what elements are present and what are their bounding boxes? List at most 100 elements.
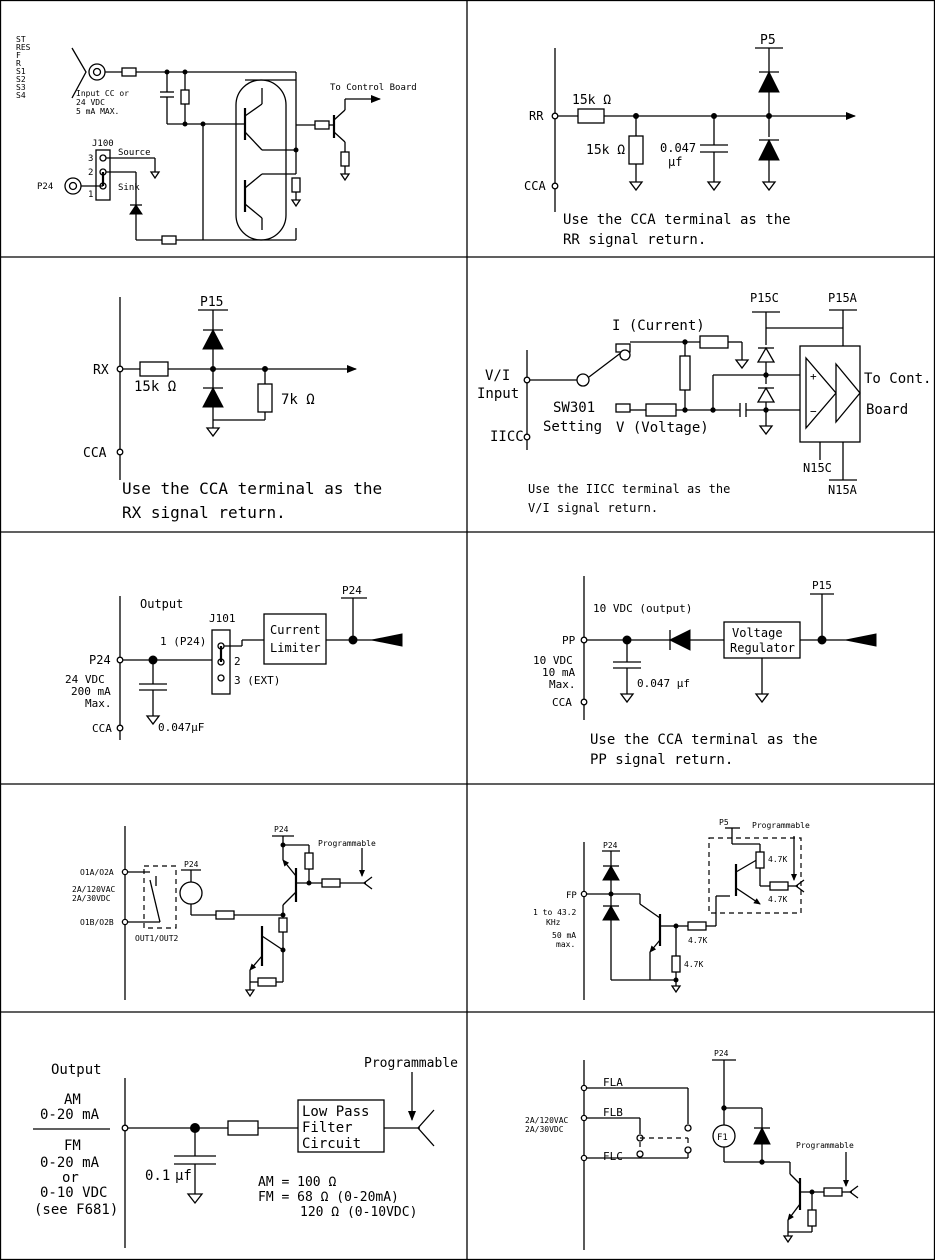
low-pass-filter-box [297, 1099, 385, 1153]
p9-c-text: 0.1 [145, 1168, 170, 1184]
p5-j101-text: J101 [209, 612, 236, 625]
p6-c-text: 0.047 μf [637, 677, 690, 690]
source-label: Source [118, 148, 151, 158]
optocoupler-box [708, 837, 802, 914]
p9-cu-text: μf [175, 1168, 192, 1184]
p15-label: P15 [200, 295, 223, 310]
p6-pp-text: PP [562, 634, 576, 647]
p10-r1-text: 2A/120VAC [525, 1116, 569, 1125]
p9-prog-text: Programmable [364, 1056, 458, 1071]
rx-note-1: Use the CCA terminal as the [122, 479, 382, 498]
rr-note-1: Use the CCA terminal as the [563, 212, 791, 228]
p4-vi1-text: V/I [485, 368, 510, 384]
p8-m2-text: max. [556, 940, 575, 949]
input-note-3: 5 mA MAX. [76, 107, 119, 116]
diode-lower [758, 138, 780, 161]
p8-p24-text: P24 [603, 841, 618, 850]
p4-to1-text: To Cont. [864, 371, 931, 387]
p3-r1-text: 15k Ω [134, 379, 176, 395]
p8-m1-text: 50 mA [552, 931, 576, 940]
label-s3: S3 [16, 83, 26, 92]
p8-r47b-text: 4.7K [688, 936, 707, 945]
p9-lpf2-text: Filter [302, 1120, 353, 1136]
label-f: F [16, 51, 21, 60]
p4-iicc-text: IICC [490, 429, 524, 445]
label-st: ST [16, 35, 26, 44]
input-note-1: Input CC or [76, 89, 129, 98]
resistor-15k-shunt [628, 135, 644, 165]
p4-vi2-text: Input [477, 386, 519, 402]
p10-p24-text: P24 [714, 1049, 729, 1058]
p8-r47a-text: 4.7K [768, 855, 787, 864]
p9-lpf1-text: Low Pass [302, 1104, 369, 1120]
p7-r2-text: 2A/30VDC [72, 894, 111, 903]
p6-v2-text: 10 mA [542, 666, 575, 679]
p1-pin1-text: 1 [88, 190, 93, 200]
panel-rr-input: P5 RR CCA 15k Ω 15k Ω 0.047 μf Use th [524, 33, 856, 248]
p2-cu-text: μf [668, 155, 682, 169]
resistor-15k [577, 108, 605, 124]
panel-p24-output: Output P24 24 VDC 200 mA Max. CCA 0.047μ… [65, 584, 403, 740]
p8-r47d-text: 4.7K [768, 895, 787, 904]
p8-f1-text: 1 to 43.2 [533, 908, 577, 917]
p8-p5-text: P5 [719, 818, 729, 827]
p1-pin3-text: 3 [88, 154, 93, 164]
p5-pin1-text: 1 (P24) [160, 635, 206, 648]
panel-am-fm-output: Output AM 0-20 mA FM 0-20 mA or 0-10 VDC… [33, 1056, 458, 1248]
p6-out-text: 10 VDC (output) [593, 602, 692, 615]
panel-fp-output: FP 1 to 43.2 KHz 50 mA max. P24 4.7K 4.7… [533, 818, 810, 1000]
vi-note-1: Use the IICC terminal as the [528, 482, 730, 496]
p9-fm_eq2-text: 120 Ω (0-10VDC) [300, 1205, 417, 1220]
p7-p24b-text: P24 [274, 825, 289, 834]
p4-minus-text: − [810, 405, 817, 418]
p2-r2-text: 15k Ω [586, 143, 625, 158]
j100-label: J100 [92, 139, 114, 149]
p4-sw1-text: SW301 [553, 400, 595, 416]
p10-r2-text: 2A/30VDC [525, 1125, 564, 1134]
p4-p15c-text: P15C [750, 291, 779, 305]
pp-note-1: Use the CCA terminal as the [590, 732, 818, 748]
to-control-board-label: To Control Board [330, 83, 417, 93]
p9-am_r-text: 0-20 mA [40, 1107, 100, 1123]
p5-limiter1-text: Current [270, 623, 321, 637]
p5-v1-text: 24 VDC [65, 673, 105, 686]
label-s4: S4 [16, 91, 26, 100]
output-resistor [227, 1120, 259, 1136]
label-brace [71, 47, 87, 99]
p6-cca-text: CCA [552, 696, 572, 709]
p7-out-text: OUT1/OUT2 [135, 934, 179, 943]
rr-label: RR [529, 109, 544, 123]
label-res: RES [16, 43, 31, 52]
p7-o1-text: O1A/O2A [80, 868, 114, 877]
cca-label-rx: CCA [83, 446, 107, 461]
p4-to2-text: Board [866, 402, 908, 418]
p4-current-text: I (Current) [612, 318, 705, 334]
p5-pin3-text: 3 (EXT) [234, 674, 280, 687]
diode-upper [758, 70, 780, 93]
resistor [121, 67, 137, 77]
p5-p24-text: P24 [89, 653, 111, 667]
p7-o2-text: O1B/O2B [80, 918, 114, 927]
label-s1: S1 [16, 67, 26, 76]
p8-prog-text: Programmable [752, 821, 810, 830]
p5-pin2-text: 2 [234, 655, 241, 668]
relay-box [143, 865, 177, 929]
p9-lpf3-text: Circuit [302, 1136, 361, 1152]
label-r: R [16, 59, 21, 68]
p10-f1-text: F1 [717, 1133, 728, 1143]
panel-pp-output: PP 10 VDC 10 mA Max. CCA 10 VDC (output)… [533, 576, 877, 768]
p4-p15a-text: P15A [828, 291, 858, 305]
p5-limiter2-text: Limiter [270, 641, 321, 655]
p8-fp-text: FP [566, 891, 577, 901]
p5-p24top-text: P24 [342, 584, 362, 597]
input-note-2: 24 VDC [76, 98, 105, 107]
p5-label: P5 [760, 33, 776, 48]
p7-p24a-text: P24 [184, 860, 199, 869]
p4-n15a-text: N15A [828, 483, 858, 497]
rr-note-2: RR signal return. [563, 232, 706, 248]
p5-c-text: 0.047μF [158, 721, 204, 734]
p4-sw2-text: Setting [543, 419, 602, 435]
cca-label: CCA [524, 179, 546, 193]
p10-flb-text: FLB [603, 1106, 623, 1119]
